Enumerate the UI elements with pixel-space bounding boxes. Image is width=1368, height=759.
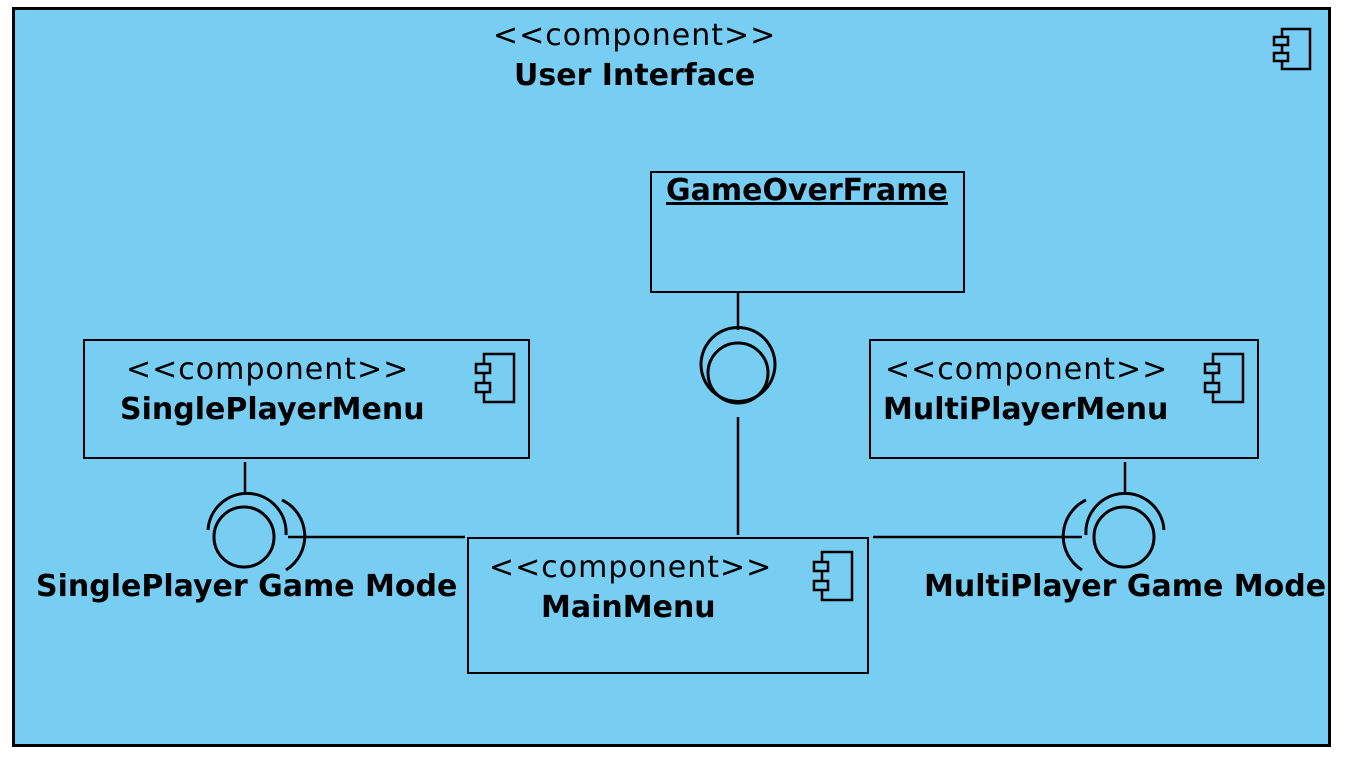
component-icon (1272, 27, 1312, 71)
user-interface-component[interactable] (12, 7, 1331, 747)
multi-player-menu-box[interactable] (869, 339, 1259, 459)
multi-player-menu-name: MultiPlayerMenu (883, 392, 1169, 427)
main-menu-name: MainMenu (541, 590, 716, 625)
provided-interface-icon (706, 341, 770, 405)
required-interface-icon (699, 326, 777, 403)
single-player-menu-stereotype: <<component>> (126, 352, 410, 387)
multi-player-interface-label: MultiPlayer Game Mode (924, 569, 1327, 604)
main-menu-box[interactable] (467, 537, 869, 674)
component-icon (1203, 352, 1245, 404)
outer-component-name: User Interface (514, 58, 756, 93)
component-icon (812, 550, 854, 602)
game-over-frame-name: GameOverFrame (666, 173, 948, 208)
single-player-interface-label: SinglePlayer Game Mode (36, 569, 458, 604)
single-player-menu-box[interactable] (83, 339, 530, 459)
component-icon (474, 352, 516, 404)
provided-interface-icon (212, 505, 276, 569)
required-interface-icon (206, 492, 288, 536)
single-player-menu-name: SinglePlayerMenu (120, 392, 425, 427)
provided-interface-icon (1092, 505, 1156, 569)
game-over-frame-box[interactable] (650, 171, 965, 293)
outer-stereotype: <<component>> (493, 18, 777, 53)
required-interface-icon (1061, 498, 1087, 572)
main-menu-stereotype: <<component>> (489, 550, 773, 585)
multi-player-menu-stereotype: <<component>> (885, 352, 1169, 387)
